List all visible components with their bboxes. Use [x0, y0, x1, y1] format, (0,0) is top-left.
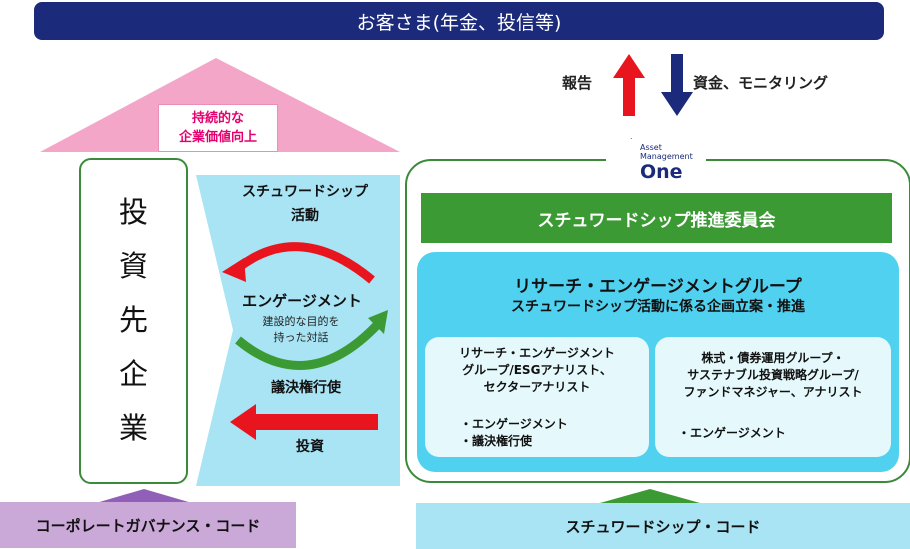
- research-subgroup-left: [425, 337, 649, 457]
- engagement-sub-line1: 建設的な目的を: [262, 315, 340, 328]
- investee-char: 先: [118, 303, 148, 337]
- research-group-subtitle: スチュワードシップ活動に係る企画立案・推進: [511, 299, 805, 315]
- voting-label: 議決権行使: [271, 380, 341, 396]
- report-label: 報告: [562, 74, 593, 92]
- engagement-sub-line2: 持った対話: [273, 331, 329, 344]
- logo-line1: Asset: [640, 143, 662, 152]
- funds-monitoring-label: 資金、モニタリング: [693, 74, 829, 92]
- roof-label: 持続的な 企業価値向上: [158, 104, 278, 152]
- clients-bar: お客さま(年金、投信等): [34, 2, 884, 40]
- left-bullet-voting: ・議決権行使: [460, 434, 533, 448]
- right-sub-line3: ファンドマネジャー、アナリスト: [683, 385, 863, 399]
- report-arrow-up: [613, 54, 645, 116]
- right-subgroup-heading: 株式・債券運用グループ・ サステナブル投資戦略グループ/ ファンドマネジャー、ア…: [655, 350, 891, 401]
- funds-arrow-down: [661, 54, 693, 116]
- investee-char: 投: [118, 195, 148, 229]
- investee-char: 企: [118, 357, 148, 391]
- stewardship-activity-line1: スチュワードシップ: [242, 184, 368, 200]
- right-sub-line2: サステナブル投資戦略グループ/: [687, 368, 859, 382]
- investee-box: [79, 158, 188, 484]
- roof-line1: 持続的な: [191, 111, 244, 126]
- stewardship-code: スチュワードシップ・コード: [416, 503, 910, 549]
- investing-label: 投資: [296, 439, 324, 455]
- logo-brand: One: [640, 161, 683, 183]
- stewardship-panel: [196, 175, 400, 486]
- engagement-title: エンゲージメント: [242, 292, 362, 310]
- left-bullet-engagement: ・エンゲージメント: [460, 417, 568, 431]
- investee-char: 資: [118, 249, 148, 283]
- logo-line2: Management: [640, 152, 693, 161]
- research-group-title: リサーチ・エンゲージメントグループ: [514, 277, 802, 297]
- right-sub-line1: 株式・債券運用グループ・: [701, 351, 845, 365]
- sw-code-triangle: [600, 489, 700, 503]
- investee-label: 投 資 先 企 業: [79, 185, 188, 455]
- engagement-green-arc-icon: [235, 320, 382, 370]
- engagement-subtitle: 建設的な目的を 持った対話: [230, 314, 372, 346]
- right-bullet-engagement: ・エンゲージメント: [678, 426, 786, 440]
- left-sub-line3: セクターアナリスト: [483, 380, 591, 394]
- stewardship-committee: スチュワードシップ推進委員会: [421, 193, 892, 243]
- engagement-red-arc-icon: [235, 242, 375, 284]
- research-subgroup-right: [655, 337, 891, 457]
- clients-label: お客さま(年金、投信等): [356, 11, 562, 34]
- company-logo: [606, 139, 706, 185]
- stewardship-activity-label: スチュワードシップ 活動: [214, 180, 396, 228]
- corporate-governance-code: コーポレートガバナンス・コード: [0, 502, 296, 548]
- logo-text: Asset Management: [640, 143, 693, 161]
- left-sub-line2: グループ/ESGアナリスト、: [462, 363, 612, 377]
- cg-code-triangle: [96, 489, 192, 503]
- investee-char: 業: [118, 411, 148, 445]
- left-subgroup-heading: リサーチ・エンゲージメント グループ/ESGアナリスト、 セクターアナリスト: [425, 345, 649, 396]
- invest-arrow-left: [230, 404, 378, 440]
- left-sub-line1: リサーチ・エンゲージメント: [459, 346, 615, 360]
- roof-line2: 企業価値向上: [178, 130, 257, 145]
- stewardship-activity-line2: 活動: [291, 208, 319, 224]
